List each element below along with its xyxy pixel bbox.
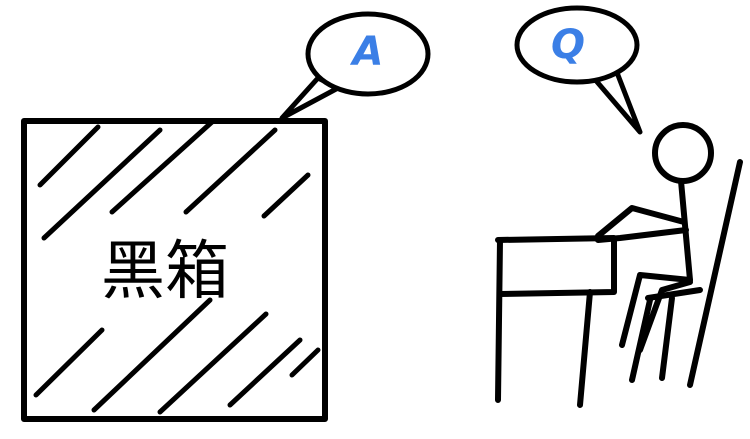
seated-person: [595, 122, 714, 353]
black-box: 黑箱: [21, 118, 328, 422]
black-box-frame: [21, 118, 328, 422]
chair: [629, 159, 743, 388]
answer-letter: A: [350, 29, 384, 75]
question-letter: Q: [551, 22, 585, 68]
desk: [495, 235, 617, 408]
black-box-label: 黑箱: [101, 235, 229, 309]
black-box-hatching: [33, 119, 321, 415]
person-head: [652, 122, 714, 184]
answer-speech-bubble: A: [279, 11, 431, 121]
person-body: [595, 178, 693, 353]
question-bubble-body: [514, 5, 640, 85]
question-speech-bubble: Q: [514, 5, 643, 135]
answer-bubble-body: [305, 11, 431, 97]
